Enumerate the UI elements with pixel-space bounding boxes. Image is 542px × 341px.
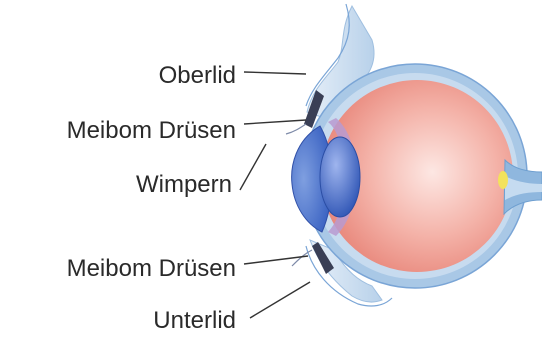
leader-oberlid: [244, 72, 306, 74]
leader-unterlid: [250, 282, 310, 318]
optic-disc: [498, 171, 508, 189]
label-meibom-upper: Meibom Drüsen: [67, 119, 236, 143]
label-oberlid: Oberlid: [159, 64, 236, 88]
leader-meibom-top: [244, 120, 306, 124]
label-meibom-lower: Meibom Drüsen: [67, 257, 236, 281]
lens: [320, 137, 360, 217]
label-wimpern: Wimpern: [136, 173, 232, 197]
eyelash-upper: [286, 124, 306, 134]
leader-wimpern: [240, 144, 266, 190]
label-unterlid: Unterlid: [153, 309, 236, 333]
